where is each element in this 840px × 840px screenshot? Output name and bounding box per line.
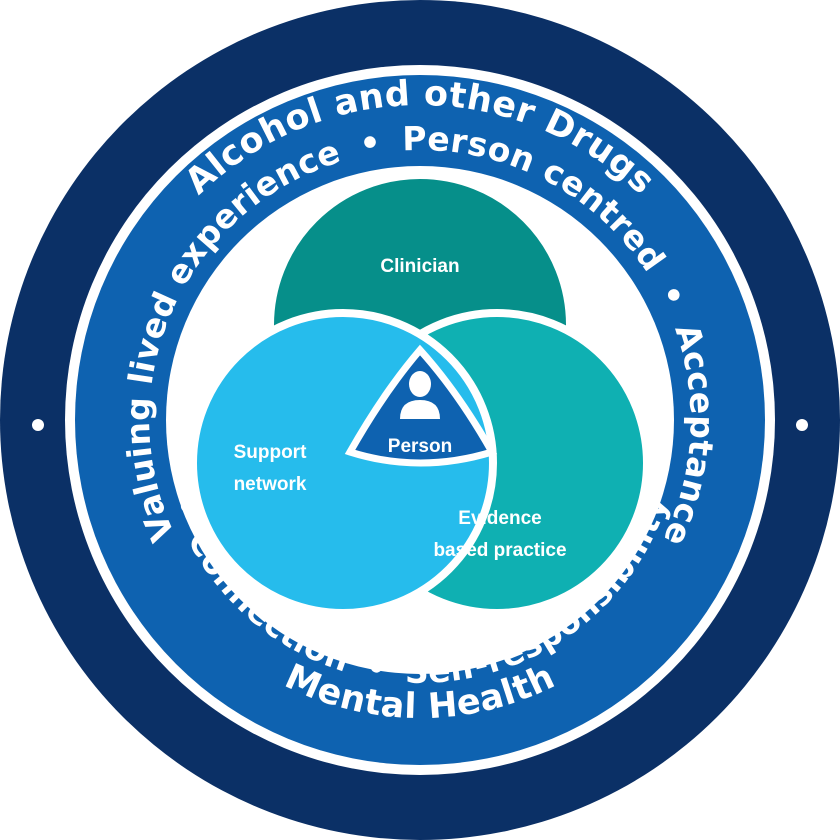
outer-dot-right — [796, 419, 808, 431]
evidence-label-line1: Evidence — [458, 508, 541, 529]
person-label: Person — [388, 436, 452, 457]
support-network-label-line2: network — [234, 474, 307, 495]
outer-dot-left — [32, 419, 44, 431]
person-icon — [400, 371, 440, 419]
support-network-label-line1: Support — [234, 442, 307, 463]
bullet-3: • — [0, 0, 11, 8]
evidence-label-line2: based practice — [433, 540, 566, 561]
clinician-label: Clinician — [380, 256, 459, 277]
